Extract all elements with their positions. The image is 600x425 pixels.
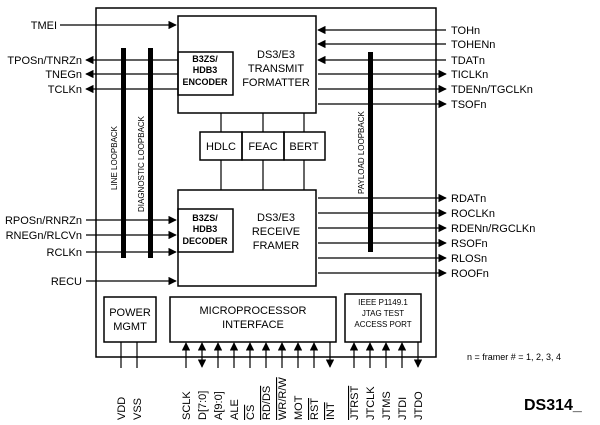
micro-label-1: MICROPROCESSOR xyxy=(200,305,307,317)
vdd-label: VDD xyxy=(116,397,128,420)
transmit-label-2: TRANSMIT xyxy=(248,63,305,75)
tneg-label: TNEGn xyxy=(45,69,82,81)
encoder-label-2: HDB3 xyxy=(193,65,218,75)
jtdo-label: JTDO xyxy=(413,391,425,420)
jtrst-label: JTRST xyxy=(349,386,361,421)
a-label: A[9:0] xyxy=(213,391,225,420)
recu-label: RECU xyxy=(51,276,82,288)
part-label: DS314_ xyxy=(524,397,583,414)
jtag-label-2: JTAG TEST xyxy=(362,309,404,318)
encoder-label-1: B3ZS/ xyxy=(192,54,218,64)
jtag-label-1: IEEE P1149.1 xyxy=(358,298,408,307)
rpos-label: RPOSn/RNRZn xyxy=(5,215,82,227)
micro-pins: SCLK D[7:0] A[9:0] ALE CS RD/DS WR/R/W M… xyxy=(181,342,337,420)
transmit-label-3: FORMATTER xyxy=(242,77,310,89)
tpos-label: TPOSn/TNRZn xyxy=(7,55,82,67)
tohen-label: TOHENn xyxy=(451,39,495,51)
ticlk-label: TICLKn xyxy=(451,69,488,81)
transmit-label-1: DS3/E3 xyxy=(257,49,295,61)
bert-label: BERT xyxy=(289,141,318,153)
tsof-label: TSOFn xyxy=(451,99,486,111)
tdat-label: TDATn xyxy=(451,55,485,67)
mot-label: MOT xyxy=(293,395,305,420)
rst-label: RST xyxy=(309,398,321,420)
line-loopback-bar xyxy=(121,48,126,258)
payload-loopback-label: PAYLOAD LOOPBACK xyxy=(357,110,366,194)
receive-label-1: DS3/E3 xyxy=(257,212,295,224)
tden-label: TDENn/TGCLKn xyxy=(451,84,533,96)
tclk-label: TCLKn xyxy=(48,84,82,96)
rden-label: RDENn/RGCLKn xyxy=(451,223,535,235)
decoder-label-3: DECODER xyxy=(182,236,228,246)
diagnostic-loopback-bar xyxy=(148,48,153,258)
jtms-label: JTMS xyxy=(381,391,393,420)
microprocessor-block xyxy=(169,296,337,343)
toh-label: TOHn xyxy=(451,25,480,37)
roclk-label: ROCLKn xyxy=(451,208,495,220)
jtclk-label: JTCLK xyxy=(365,386,377,420)
power-label-2: MGMT xyxy=(113,321,147,333)
cs-label: CS xyxy=(245,405,257,420)
payload-loopback-bar xyxy=(368,52,373,252)
power-pins: VDD VSS xyxy=(116,342,144,420)
decoder-label-2: HDB3 xyxy=(193,224,218,234)
roof-label: ROOFn xyxy=(451,268,489,280)
jtag-pins: JTRST JTCLK JTMS JTDI JTDO xyxy=(349,342,425,420)
rdat-label: RDATn xyxy=(451,193,486,205)
micro-label-2: INTERFACE xyxy=(222,319,284,331)
vss-label: VSS xyxy=(132,398,144,420)
receive-label-2: RECEIVE xyxy=(252,226,300,238)
power-mgmt-block xyxy=(103,296,157,343)
wr-label: WR/R/W xyxy=(277,377,289,420)
int-label: INT xyxy=(325,402,337,420)
rclk-label: RCLKn xyxy=(47,247,82,259)
jtag-label-3: ACCESS PORT xyxy=(354,320,411,329)
rd-label: RD/DS xyxy=(261,386,273,420)
ale-label: ALE xyxy=(229,399,241,420)
diagnostic-loopback-label: DIAGNOSTIC LOOPBACK xyxy=(137,115,146,212)
d-label: D[7:0] xyxy=(197,391,209,420)
rsof-label: RSOFn xyxy=(451,238,488,250)
sclk-label: SCLK xyxy=(181,391,193,420)
decoder-label-1: B3ZS/ xyxy=(192,213,218,223)
encoder-label-3: ENCODER xyxy=(182,77,228,87)
tmei-label: TMEI xyxy=(31,20,57,32)
jtdi-label: JTDI xyxy=(397,397,409,420)
power-label-1: POWER xyxy=(109,307,151,319)
rneg-label: RNEGn/RLCVn xyxy=(6,230,82,242)
decoder-block xyxy=(177,208,234,253)
jtag-block xyxy=(344,293,422,343)
feac-label: FEAC xyxy=(248,141,277,153)
receive-label-3: FRAMER xyxy=(253,240,300,252)
line-loopback-label: LINE LOOPBACK xyxy=(110,125,119,190)
framer-note: n = framer # = 1, 2, 3, 4 xyxy=(467,352,561,362)
rlos-label: RLOSn xyxy=(451,253,487,265)
hdlc-label: HDLC xyxy=(206,141,236,153)
